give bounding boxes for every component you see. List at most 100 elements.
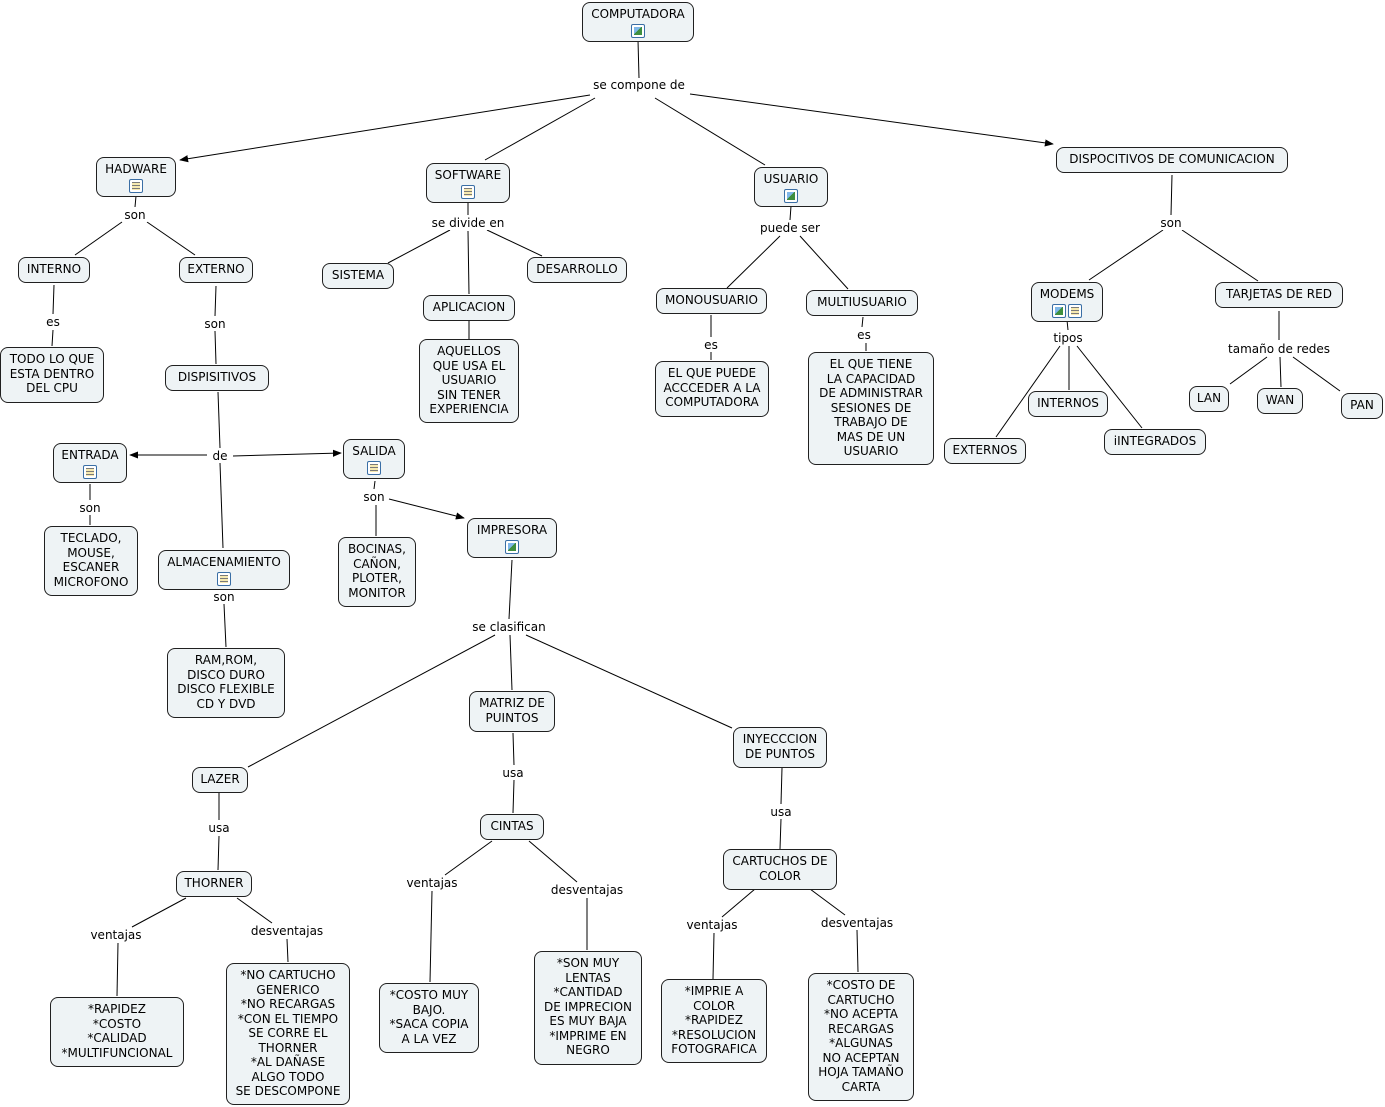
node-monousuario[interactable]: MONOUSUARIO xyxy=(656,288,767,314)
node-matriz[interactable]: MATRIZ DE PUINTOS xyxy=(469,691,555,732)
node-tarjetas[interactable]: TARJETAS DE RED xyxy=(1215,282,1343,308)
link-label[interactable]: usa xyxy=(206,821,232,835)
link-label[interactable]: son xyxy=(77,501,103,515)
image-icon[interactable] xyxy=(505,539,519,554)
node-imprie[interactable]: *IMPRIE A COLOR *RAPIDEZ *RESOLUCION FOT… xyxy=(661,979,767,1063)
link-label[interactable]: son xyxy=(211,590,237,604)
node-modems[interactable]: MODEMS xyxy=(1031,282,1103,322)
link-label[interactable]: tamaño de redes xyxy=(1226,342,1332,356)
node-elquepuede[interactable]: EL QUE PUEDE ACCCEDER A LA COMPUTADORA xyxy=(655,361,769,417)
document-icon[interactable] xyxy=(1068,303,1082,318)
node-costomuy[interactable]: *COSTO MUY BAJO. *SACA COPIA A LA VEZ xyxy=(379,983,479,1053)
document-icon[interactable] xyxy=(367,460,381,475)
node-lan[interactable]: LAN xyxy=(1189,386,1229,412)
link-label[interactable]: tipos xyxy=(1051,331,1085,345)
node-dispocitivos[interactable]: DISPOCITIVOS DE COMUNICACION xyxy=(1056,147,1288,173)
node-bocinas[interactable]: BOCINAS, CAÑON, PLOTER, MONITOR xyxy=(338,537,416,607)
link xyxy=(131,897,187,928)
node-text: INTERNOS xyxy=(1037,396,1099,410)
node-almacenamiento[interactable]: ALMACENAMIENTO xyxy=(158,550,290,590)
link xyxy=(799,235,849,290)
link-label[interactable]: ventajas xyxy=(404,876,460,890)
link-label[interactable]: son xyxy=(1158,216,1184,230)
link-label[interactable]: se clasifican xyxy=(470,620,548,634)
image-icon[interactable] xyxy=(631,23,645,38)
node-elquetiene[interactable]: EL QUE TIENE LA CAPACIDAD DE ADMINISTRAR… xyxy=(808,352,934,465)
node-externo[interactable]: EXTERNO xyxy=(179,257,253,283)
node-aquellos[interactable]: AQUELLOS QUE USA EL USUARIO SIN TENER EX… xyxy=(419,339,519,423)
link-label[interactable]: se compone de xyxy=(591,78,687,92)
image-icon[interactable] xyxy=(1052,303,1066,318)
link-label[interactable]: puede ser xyxy=(758,221,822,235)
node-text: MULTIUSUARIO xyxy=(817,295,907,309)
link-label[interactable]: usa xyxy=(500,766,526,780)
link xyxy=(429,890,433,983)
node-dispisitivos[interactable]: DISPISITIVOS xyxy=(165,365,269,391)
link-label[interactable]: ventajas xyxy=(684,918,740,932)
node-rapidez[interactable]: *RAPIDEZ *COSTO *CALIDAD *MULTIFUNCIONAL xyxy=(50,997,184,1067)
node-lazer[interactable]: LAZER xyxy=(192,767,248,793)
link xyxy=(214,285,217,317)
node-text: AQUELLOS QUE USA EL USUARIO SIN TENER EX… xyxy=(429,344,509,416)
node-hadware[interactable]: HADWARE xyxy=(96,157,176,197)
link-label[interactable]: desventajas xyxy=(248,924,326,938)
node-text: HADWARE xyxy=(105,162,167,176)
node-usuario[interactable]: USUARIO xyxy=(754,167,828,207)
node-cintas[interactable]: CINTAS xyxy=(480,814,544,840)
node-externos[interactable]: EXTERNOS xyxy=(944,438,1026,464)
link-label[interactable]: usa xyxy=(768,805,794,819)
node-pan[interactable]: PAN xyxy=(1341,393,1383,419)
link-label[interactable]: desventajas xyxy=(818,916,896,930)
node-salida[interactable]: SALIDA xyxy=(343,439,405,479)
node-internos[interactable]: INTERNOS xyxy=(1028,391,1108,417)
document-icon[interactable] xyxy=(83,464,97,479)
node-text: EXTERNOS xyxy=(952,443,1018,457)
link xyxy=(232,449,342,457)
node-desarrollo[interactable]: DESARROLLO xyxy=(527,257,627,283)
node-inyeccion[interactable]: INYECCCION DE PUNTOS xyxy=(733,727,827,768)
node-text: *COSTO MUY BAJO. *SACA COPIA A LA VEZ xyxy=(389,988,469,1046)
link-label[interactable]: son xyxy=(202,317,228,331)
node-impresora[interactable]: IMPRESORA xyxy=(467,518,557,558)
node-computadora[interactable]: COMPUTADORA xyxy=(582,2,694,42)
node-todo[interactable]: TODO LO QUE ESTA DENTRO DEL CPU xyxy=(0,347,104,403)
link-label[interactable]: son xyxy=(122,208,148,222)
node-thorner[interactable]: THORNER xyxy=(176,871,252,897)
node-interno[interactable]: INTERNO xyxy=(18,257,90,283)
node-ram[interactable]: RAM,ROM, DISCO DURO DISCO FLEXIBLE CD Y … xyxy=(167,648,285,718)
link xyxy=(486,229,543,257)
link-label[interactable]: son xyxy=(361,490,387,504)
link-label[interactable]: es xyxy=(855,328,873,342)
node-multiusuario[interactable]: MULTIUSUARIO xyxy=(806,290,918,316)
node-sonmuy[interactable]: *SON MUY LENTAS *CANTIDAD DE IMPRECION E… xyxy=(534,951,642,1065)
link-label[interactable]: se divide en xyxy=(429,216,507,230)
link xyxy=(509,634,513,691)
node-text: CINTAS xyxy=(490,819,534,833)
node-wan[interactable]: WAN xyxy=(1257,388,1303,414)
node-entrada[interactable]: ENTRADA xyxy=(53,443,127,483)
node-text: APLICACION xyxy=(432,300,506,314)
node-text: INTERNO xyxy=(26,262,82,276)
node-teclado[interactable]: TECLADO, MOUSE, ESCANER MICROFONO xyxy=(44,526,138,596)
link-label[interactable]: de xyxy=(210,449,230,463)
node-text: MONOUSUARIO xyxy=(665,293,758,307)
node-text: PAN xyxy=(1350,398,1374,412)
node-software[interactable]: SOFTWARE xyxy=(426,163,510,203)
link-label[interactable]: desventajas xyxy=(548,883,626,897)
node-integrados[interactable]: iINTEGRADOS xyxy=(1104,429,1206,455)
image-icon[interactable] xyxy=(784,188,798,203)
node-sistema[interactable]: SISTEMA xyxy=(322,263,394,289)
document-icon[interactable] xyxy=(217,571,231,586)
link-label[interactable]: es xyxy=(44,315,62,329)
node-text: *NO CARTUCHO GENERICO *NO RECARGAS *CON … xyxy=(235,968,341,1098)
node-costode[interactable]: *COSTO DE CARTUCHO *NO ACEPTA RECARGAS *… xyxy=(808,973,914,1101)
node-text: *RAPIDEZ *COSTO *CALIDAD *MULTIFUNCIONAL xyxy=(61,1002,173,1060)
node-aplicacion[interactable]: APLICACION xyxy=(423,295,515,321)
document-icon[interactable] xyxy=(129,178,143,193)
node-cartuchos[interactable]: CARTUCHOS DE COLOR xyxy=(723,849,837,890)
link-label[interactable]: ventajas xyxy=(88,928,144,942)
node-nocartucho[interactable]: *NO CARTUCHO GENERICO *NO RECARGAS *CON … xyxy=(226,963,350,1105)
link-label[interactable]: es xyxy=(702,338,720,352)
node-text: *IMPRIE A COLOR *RAPIDEZ *RESOLUCION FOT… xyxy=(671,984,757,1056)
document-icon[interactable] xyxy=(461,184,475,199)
